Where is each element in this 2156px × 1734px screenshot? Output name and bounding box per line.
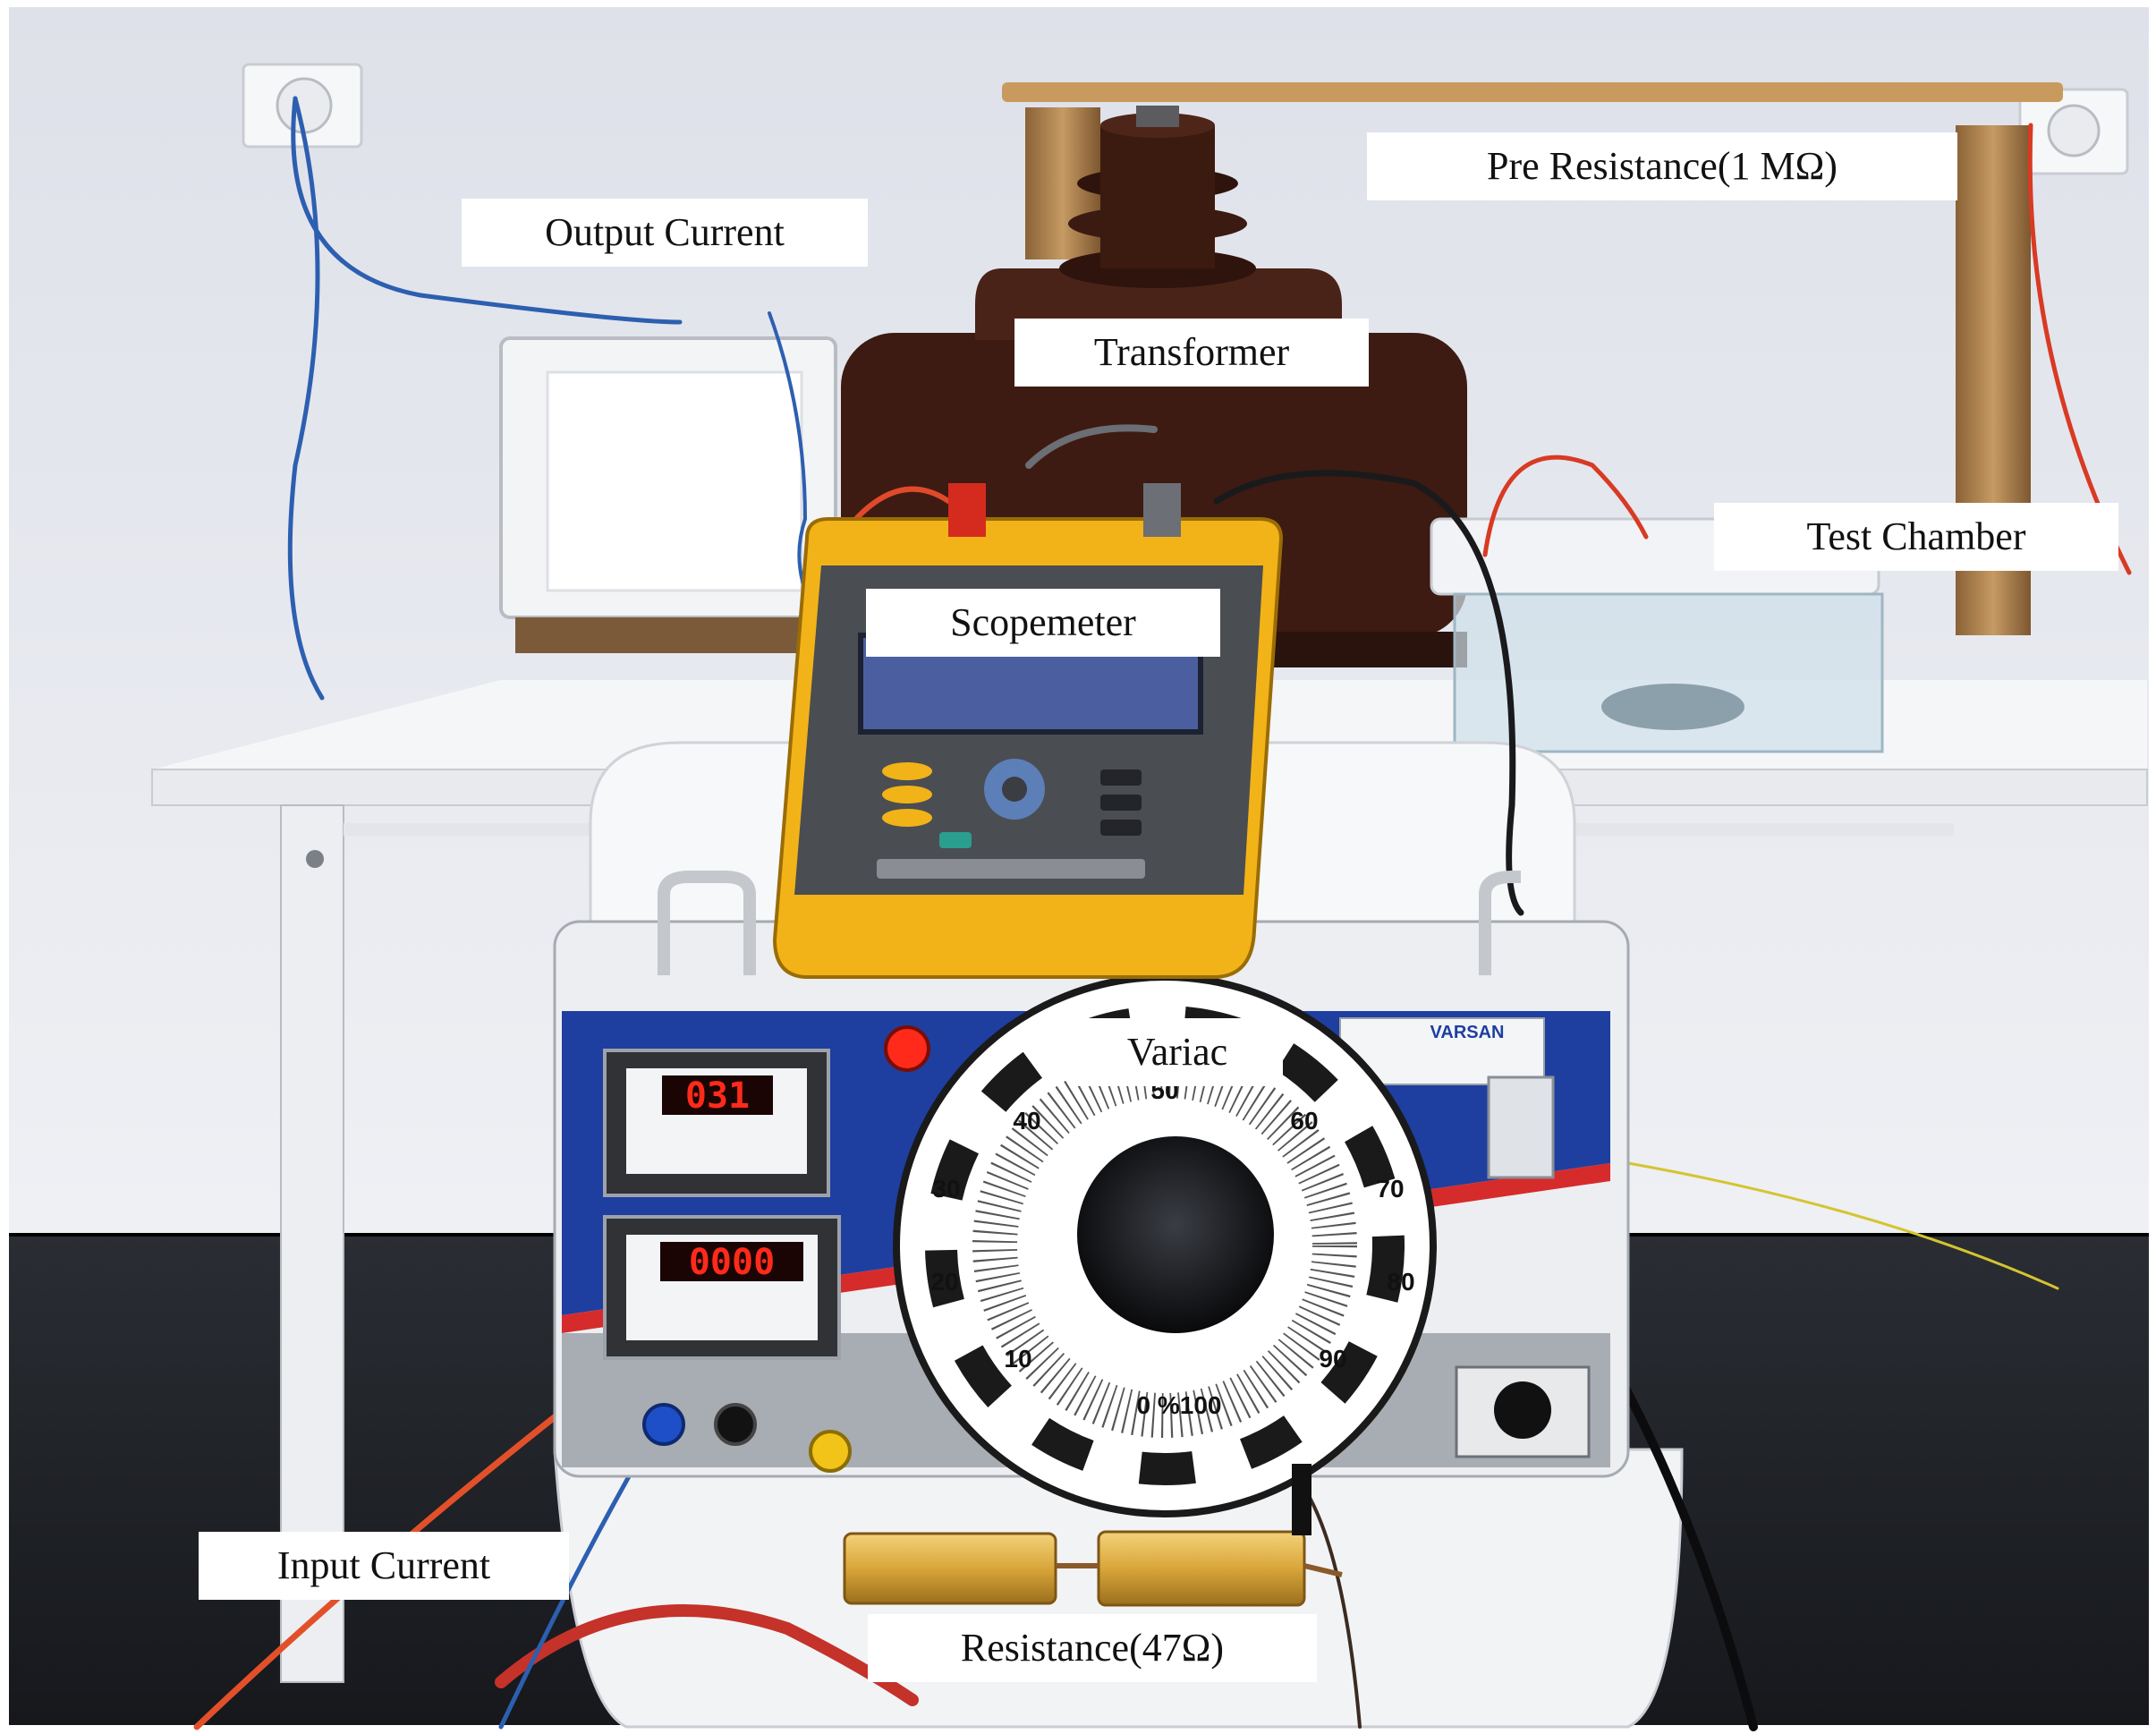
dial-label-20: 20	[930, 1268, 958, 1296]
label-test-chamber: Test Chamber	[1714, 503, 2118, 571]
variac-knob[interactable]	[1077, 1136, 1274, 1333]
label-transformer: Transformer	[1014, 319, 1369, 387]
dial-label-70: 70	[1376, 1175, 1404, 1203]
label-input-current: Input Current	[199, 1532, 569, 1600]
dial-label-90: 90	[1319, 1345, 1346, 1373]
ammeter-reading: 0000	[689, 1242, 775, 1283]
output-current-box	[499, 336, 837, 653]
brand-name: VARSAN	[1430, 1023, 1505, 1042]
label-scopemeter: Scopemeter	[866, 589, 1220, 657]
dial-label-80: 80	[1387, 1268, 1414, 1296]
terminal-yellow[interactable]	[809, 1430, 852, 1473]
variac: VARSAN 031 0000 10 20 30 40 50 60 70 80 …	[553, 871, 1630, 1517]
dial-label-bottom: 0 %100	[1137, 1391, 1222, 1419]
label-variac: Variac	[1072, 1018, 1283, 1086]
dial-label-60: 60	[1290, 1107, 1318, 1135]
wall-socket-left	[242, 63, 363, 149]
scopemeter	[772, 483, 1284, 979]
resistor-47-ohm	[843, 1464, 1343, 1607]
terminal-blue[interactable]	[642, 1403, 685, 1446]
dial-label-40: 40	[1013, 1107, 1040, 1135]
dial-label-10: 10	[1004, 1345, 1031, 1373]
label-resistance: Resistance(47Ω)	[868, 1614, 1317, 1682]
label-pre-resistance: Pre Resistance(1 MΩ)	[1367, 132, 1957, 200]
label-output-current: Output Current	[462, 199, 868, 267]
wall-socket-right	[2018, 88, 2129, 175]
scopemeter-keypad	[877, 759, 1145, 879]
indicator-lamp	[884, 1025, 930, 1072]
voltmeter-reading: 031	[685, 1075, 750, 1117]
dial-label-30: 30	[932, 1175, 960, 1203]
terminal-black[interactable]	[714, 1403, 757, 1446]
